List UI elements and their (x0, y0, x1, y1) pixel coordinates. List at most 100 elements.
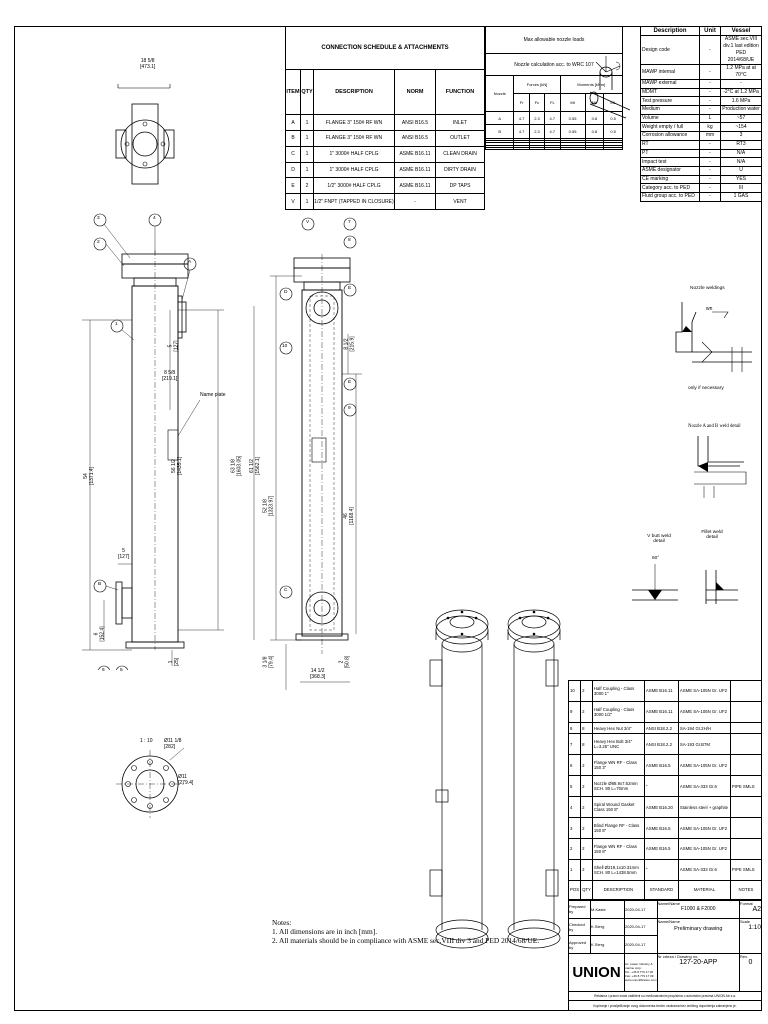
design-cell: 3 (720, 131, 762, 141)
connection-cell: 1/2" FNPT (TAPPED IN CLOSURE) (313, 193, 395, 210)
bom-footer-cell: DESCRIPTION (591, 879, 645, 901)
bom-cell: ASME B16.5 (643, 817, 679, 839)
connection-cell: ASME B16.11 (394, 145, 436, 163)
nozzle-ab-weld-sketch (694, 436, 747, 498)
design-cell: - (699, 35, 721, 65)
callout-d: D (284, 290, 288, 295)
design-cell: MDMT (640, 87, 700, 98)
connection-cell: 1 (300, 193, 314, 210)
design-cell: - (699, 157, 721, 167)
callout-e-bottom: E (348, 380, 352, 385)
col-item: ITEM (285, 68, 301, 116)
nozzle-loads-title: Max allowable nozzle loads (485, 26, 623, 54)
name-plate-label: Name plate (200, 392, 226, 398)
connection-cell: D (285, 161, 301, 179)
bom-cell: ASME SA-105N Gr. UF2 (677, 680, 731, 702)
bom-cell: ASME B16.5 (643, 837, 679, 860)
dim-h-total-mid: 63 1/8 [1603.05] (230, 455, 243, 477)
dim-h-mid3: 52 1/8 [1323.97] (262, 495, 275, 517)
bom-cell (729, 837, 763, 860)
bom-cell: SA-194 Gr.2H/H (677, 721, 731, 735)
copyright-line-2: Kopiranje i prosljeđivanje ovog dokument… (568, 1000, 762, 1011)
connection-cell: 2 (300, 177, 314, 195)
bom-cell: ASME SA-105N Gr. UF2 (677, 817, 731, 839)
checked-date: 2020-04-17 (624, 917, 658, 937)
connection-cell: 1 (300, 129, 314, 147)
design-cell: RT (640, 139, 700, 150)
design-row: Category acc. to PED-III (640, 183, 762, 193)
connection-cell: B (285, 129, 301, 147)
title-block: Prepared by M.Kaste 2020-04-17 Name/Name… (568, 900, 762, 1011)
design-cell: U (720, 165, 762, 176)
nozzle-loads-subtitle: Nozzle calculation acc. to WRC 107 (485, 52, 623, 77)
design-cell: - (699, 64, 721, 80)
design-cell: CE marking (640, 174, 700, 185)
callout-9: 9 (348, 406, 351, 411)
callout-3: 3 (97, 216, 100, 221)
connection-schedule-title: CONNECTION SCHEDULE & ATTACHMENTS (285, 26, 485, 70)
connection-cell: ANSI B16.5 (394, 129, 436, 147)
dim-h-mid2: 61 1/2 [1562.1] (249, 456, 262, 476)
title-label: Name/Name (657, 918, 680, 924)
bom-cell: 2 (580, 680, 593, 702)
nozzle-subheader: Fr (513, 93, 530, 112)
dim-flange-od: Ø11 1/8 [282] (164, 738, 182, 750)
prepared-name: M.Kaste (590, 900, 625, 919)
approved-name: K.Sterg (590, 935, 625, 954)
design-cell: III (720, 183, 762, 193)
nozzle-cell: 2.3 (528, 110, 546, 126)
prepared-date: 2020-04-17 (624, 900, 658, 919)
connection-cell: ANSI B16.5 (394, 114, 436, 131)
bom-cell: Blind Flange RF - Class 150 8" (591, 817, 645, 839)
connection-cell: 1 (300, 161, 314, 179)
bom-cell: Half Coupling - Class 3000 1/2" (591, 700, 645, 723)
col-qty: QTY (300, 68, 314, 116)
design-row: MAWP internal-1.2 MPa at at 70°C (640, 64, 762, 80)
callout-2: 2 (97, 240, 100, 245)
nozzle-cell: 2.3 (528, 124, 546, 139)
bom-cell: ASME B16.11 (643, 700, 679, 723)
bom-footer-cell: STANDARD (643, 879, 679, 901)
design-cell: - (699, 79, 721, 89)
design-cell: Corrosion allowance (640, 131, 700, 141)
nozzle-cell: 0.55 (559, 110, 586, 126)
design-cell: Production water (720, 105, 762, 115)
callout-c: C (284, 588, 288, 593)
wn-label: wn (706, 306, 713, 312)
nozzle-weld-sketch: wn (675, 302, 752, 372)
callout-1: 1 (115, 322, 118, 327)
design-cell: Volume (640, 113, 700, 124)
nozzle-cell: 4.7 (544, 124, 561, 139)
bom-cell (729, 754, 763, 777)
connection-cell: V (285, 193, 301, 210)
connection-cell: OUTLET (435, 129, 485, 147)
design-cell: - (699, 165, 721, 176)
dim-top-flange: 5 [127] (167, 340, 180, 352)
forces-group: Forces [kN] (513, 75, 561, 95)
dim-overall: 54 [1371.4] (83, 466, 96, 486)
bom-cell (729, 817, 763, 839)
bom-cell: ASME SA-333 Gr.6 (677, 858, 731, 881)
dim-nozzle-low: 6 [152.4] (93, 626, 106, 642)
nozzle-cell: 4.7 (544, 110, 561, 126)
copyright-line-1: Reklama i pravni znaci zaštiteni su među… (568, 990, 762, 1002)
rev-value: 0 (748, 958, 753, 966)
bom-cell: ANSI B18.2.2 (643, 733, 679, 756)
bom-cell: Nozzle Ø88.9x7.62mm SCH. 80 L=70mm (591, 775, 645, 798)
design-cell: -2°C at 1.2 MPa (720, 87, 762, 98)
item-value: F1000 & F2000 (681, 906, 716, 912)
connection-cell: E (285, 177, 301, 195)
bom-cell: Heavy Hex Nut 3/4" (591, 721, 645, 735)
connection-schedule: CONNECTION SCHEDULE & ATTACHMENTS ITEM Q… (285, 26, 485, 210)
nozzle-subheader: Fc (528, 93, 546, 112)
bom-cell: " (643, 775, 679, 798)
callout-b: B (98, 582, 102, 587)
bom-cell: Stainless steel + graphite (677, 796, 731, 819)
left-elevation-view (82, 213, 224, 670)
isometric-views (429, 609, 561, 949)
